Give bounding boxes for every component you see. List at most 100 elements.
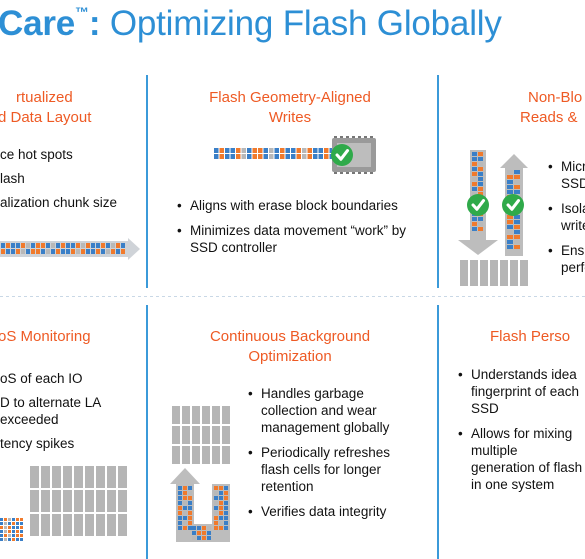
drive-block <box>63 466 72 488</box>
column-divider-1 <box>146 75 148 288</box>
bg-right-cell <box>219 516 223 520</box>
virt-cell <box>26 243 30 248</box>
chip-pin <box>334 172 337 174</box>
geo-cell <box>324 154 329 159</box>
drive-block <box>41 514 50 536</box>
geo-cell <box>318 148 323 153</box>
virt-cell <box>81 243 85 248</box>
qos-cell <box>12 534 15 537</box>
qos-cell <box>8 534 11 537</box>
nb-right-cell <box>514 180 520 184</box>
check-icon <box>331 144 353 166</box>
bg-right-cell <box>219 521 223 525</box>
drive-block <box>172 446 180 464</box>
nb-right-cell <box>507 180 513 184</box>
bg-left-cell <box>178 526 182 530</box>
nb-right-cell <box>507 245 513 249</box>
qos-bullet-3: tency spikes <box>0 436 75 451</box>
background-bullet-3: Verifies data integrity <box>247 503 417 520</box>
drive-block <box>182 406 190 424</box>
bg-left-cell <box>183 501 187 505</box>
drive-block <box>41 490 50 512</box>
drive-block <box>222 406 230 424</box>
virt-cell <box>6 249 10 254</box>
nb-right-cell <box>514 245 520 249</box>
geo-cell <box>285 154 290 159</box>
heading-background-line1: Continuous Background <box>209 328 371 345</box>
geo-cell <box>219 148 224 153</box>
drive-block <box>63 490 72 512</box>
bg-right-cell <box>214 516 218 520</box>
virtualized-bullet-2: lash <box>0 171 25 186</box>
title-trademark: ™ <box>75 4 89 20</box>
nb-left-cell <box>472 227 477 231</box>
qos-cell <box>12 530 15 533</box>
qos-cell <box>4 522 7 525</box>
virt-cell <box>61 249 65 254</box>
drive-block <box>212 406 220 424</box>
qos-cell <box>8 526 11 529</box>
virt-cell <box>1 249 5 254</box>
virt-cell <box>96 249 100 254</box>
virt-cell <box>46 249 50 254</box>
bg-left-cell <box>188 516 192 520</box>
virt-cell <box>66 243 70 248</box>
geo-cell <box>329 148 334 153</box>
qos-cell <box>20 518 23 521</box>
geo-cell <box>241 148 246 153</box>
virt-cell <box>106 243 110 248</box>
bg-left-cell <box>188 486 192 490</box>
virt-cell <box>51 243 55 248</box>
drive-block <box>460 260 468 286</box>
chip-pin <box>370 136 373 138</box>
drive-block <box>107 490 116 512</box>
nb-right-cell <box>514 175 520 179</box>
background-gc-diagram <box>170 406 230 542</box>
drive-block <box>500 260 508 286</box>
nb-right-cell <box>514 170 520 174</box>
qos-bullets: oS of each IO D to alternate LA exceeded… <box>0 370 140 460</box>
virt-cell <box>36 243 40 248</box>
nb-left-cell <box>472 192 477 196</box>
nb-left-cell <box>478 162 483 166</box>
drive-block <box>85 490 94 512</box>
geo-cell <box>247 154 252 159</box>
chip-pin <box>358 172 361 174</box>
qos-cell <box>8 530 11 533</box>
bg-right-cell <box>224 491 228 495</box>
virt-cell <box>11 249 15 254</box>
bg-right-cell <box>224 501 228 505</box>
nb-right-cell <box>507 170 513 174</box>
bg-left-cell <box>183 521 187 525</box>
virt-cell <box>91 243 95 248</box>
virt-cell <box>26 249 30 254</box>
heading-personality-line1: Flash Perso <box>490 328 571 345</box>
qos-cell <box>4 534 7 537</box>
qos-cell <box>0 518 3 521</box>
chip-pin <box>352 172 355 174</box>
qos-cell <box>4 518 7 521</box>
drive-block <box>118 466 127 488</box>
nb-right-cell <box>507 230 513 234</box>
virt-cell <box>66 249 70 254</box>
qos-cell <box>20 534 23 537</box>
bg-bottom-cell <box>207 536 211 540</box>
nb-left-cell <box>478 182 483 186</box>
bg-left-cell <box>178 486 182 490</box>
slide-title: Care™: Optimizing Flash Globally <box>0 4 502 44</box>
virt-cell <box>71 243 75 248</box>
chip-pin <box>352 136 355 138</box>
title-text: Optimizing Flash Globally <box>100 4 502 43</box>
drive-block <box>118 514 127 536</box>
geo-cell <box>291 154 296 159</box>
geo-cell <box>291 148 296 153</box>
nb-left-cell <box>478 157 483 161</box>
bg-left-cell <box>183 516 187 520</box>
non-blocking-diagram <box>458 150 528 286</box>
geo-cell <box>296 148 301 153</box>
drive-block <box>222 426 230 444</box>
bg-right-cell <box>219 526 223 530</box>
bg-right-cell <box>219 511 223 515</box>
heading-nonblocking-line1: Non-Blo <box>528 89 583 106</box>
